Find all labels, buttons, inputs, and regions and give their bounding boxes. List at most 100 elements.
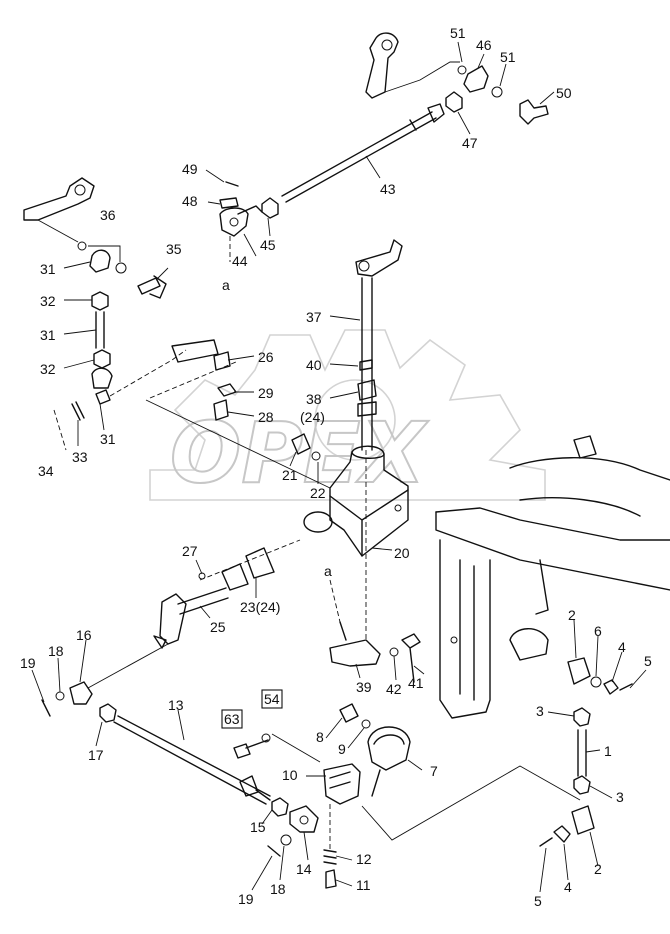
nut-47-part: [445, 91, 463, 113]
callout-12: 12: [356, 851, 372, 867]
upper-bracket-part: [365, 32, 399, 99]
main-frame-20-boss: [303, 511, 333, 533]
callout-50: 50: [556, 85, 572, 101]
clevis-44-arm: [237, 205, 263, 215]
left-link-axis: [109, 349, 187, 397]
washer-18b-part: [280, 834, 292, 846]
callout-49: 49: [182, 161, 198, 177]
callout-34: 34: [38, 463, 54, 479]
bolt-11-part: [325, 869, 337, 889]
callout-22: 22: [310, 485, 326, 501]
rod-13-collar: [239, 775, 259, 797]
bolt-50-part: [519, 99, 549, 125]
callout-54-box: [261, 689, 283, 709]
bushing-24-part: [245, 547, 275, 579]
joint-36-part: [89, 249, 111, 273]
callout-38: 38: [306, 391, 322, 407]
collar-24-part: [357, 401, 377, 417]
bracket-2b-part: [571, 805, 595, 835]
lower-linkage-assembly: [41, 681, 581, 889]
callout-31: 31: [40, 261, 56, 277]
callout-3: 3: [536, 703, 544, 719]
callout-18: 18: [270, 881, 286, 897]
part-8: [339, 703, 359, 723]
callout-25: 25: [210, 619, 226, 635]
callout-23-24: 23(24): [240, 599, 280, 615]
right-chassis: [435, 435, 670, 847]
washer-18a-part: [55, 691, 65, 701]
callout-14: 14: [296, 861, 312, 877]
cotter-34-part: [53, 409, 67, 451]
callout-13: 13: [168, 697, 184, 713]
callout-a: a: [324, 563, 332, 579]
callout-42: 42: [386, 681, 402, 697]
chassis-beam-top: [435, 507, 670, 541]
nut-32a-part: [91, 291, 109, 311]
cotter-5b-part: [539, 837, 553, 847]
upper-rod-assembly: [219, 32, 549, 262]
cover-7-stem: [371, 769, 381, 797]
bracket-10-detail: [329, 771, 351, 789]
nut-32b-part: [93, 349, 111, 369]
callout-24: (24): [300, 409, 325, 425]
callout-45: 45: [260, 237, 276, 253]
left-linkage-assembly: [23, 177, 187, 451]
pin-48-part: [219, 197, 239, 209]
chassis-bracket: [573, 435, 597, 459]
callout-28: 28: [258, 409, 274, 425]
lever-25-part: [159, 593, 187, 645]
rod-43-part: [281, 111, 437, 203]
upper-bracket-link: [384, 61, 460, 93]
watermark-gear-hub: [314, 379, 396, 461]
callout-63: 63: [224, 711, 240, 727]
collar-38-part: [357, 379, 377, 401]
leader-lines: [31, 41, 647, 893]
joint-46-part: [463, 65, 489, 93]
pin-21-part: [291, 433, 311, 455]
lever-25-tip: [153, 635, 167, 649]
callout-7: 7: [430, 763, 438, 779]
spring-12-part: [323, 849, 337, 865]
left-lever-part: [23, 177, 95, 221]
callout-4: 4: [618, 639, 626, 655]
support-column-ribs: [459, 559, 475, 701]
lever-39-axis: [329, 579, 341, 623]
callout-36: 36: [100, 207, 116, 223]
bolt-41-part: [401, 633, 421, 683]
center-frame-assembly: [87, 239, 421, 689]
cover-7-part: [367, 726, 411, 771]
callout-20: 20: [394, 545, 410, 561]
callout-44: 44: [232, 253, 248, 269]
callout-6: 6: [594, 623, 602, 639]
right-lever-boss: [509, 628, 549, 661]
clip-31-part: [95, 389, 111, 405]
callout-40: 40: [306, 357, 322, 373]
nut-3a-part: [573, 707, 591, 727]
cotter-19b-part: [267, 845, 281, 857]
nut-15-part: [271, 797, 289, 817]
main-frame-20-edges: [329, 489, 409, 557]
clevis-44-part: [219, 207, 249, 237]
bushing-axis: [199, 539, 301, 581]
callout-32: 32: [40, 361, 56, 377]
rod-43-end: [427, 103, 445, 123]
rod-43-collar: [409, 119, 417, 131]
right-lever-shaft: [535, 559, 549, 615]
post-lever-part: [355, 239, 403, 277]
callout-31: 31: [40, 327, 56, 343]
callout-2: 2: [594, 861, 602, 877]
callout-46: 46: [476, 37, 492, 53]
callout-4: 4: [564, 879, 572, 895]
callout-16: 16: [76, 627, 92, 643]
bolt-63-part: [233, 739, 269, 759]
washer-36a-part: [77, 241, 87, 251]
callout-5: 5: [644, 653, 652, 669]
left-lever-link: [37, 219, 79, 243]
bushing-23-part: [221, 563, 249, 591]
chassis-curve-mid: [519, 497, 641, 517]
callout-10: 10: [282, 767, 298, 783]
bolt-35-part: [137, 275, 167, 299]
plate-lower-edge: [145, 399, 331, 489]
callout-1: 1: [604, 743, 612, 759]
nut-17-part: [99, 703, 117, 723]
